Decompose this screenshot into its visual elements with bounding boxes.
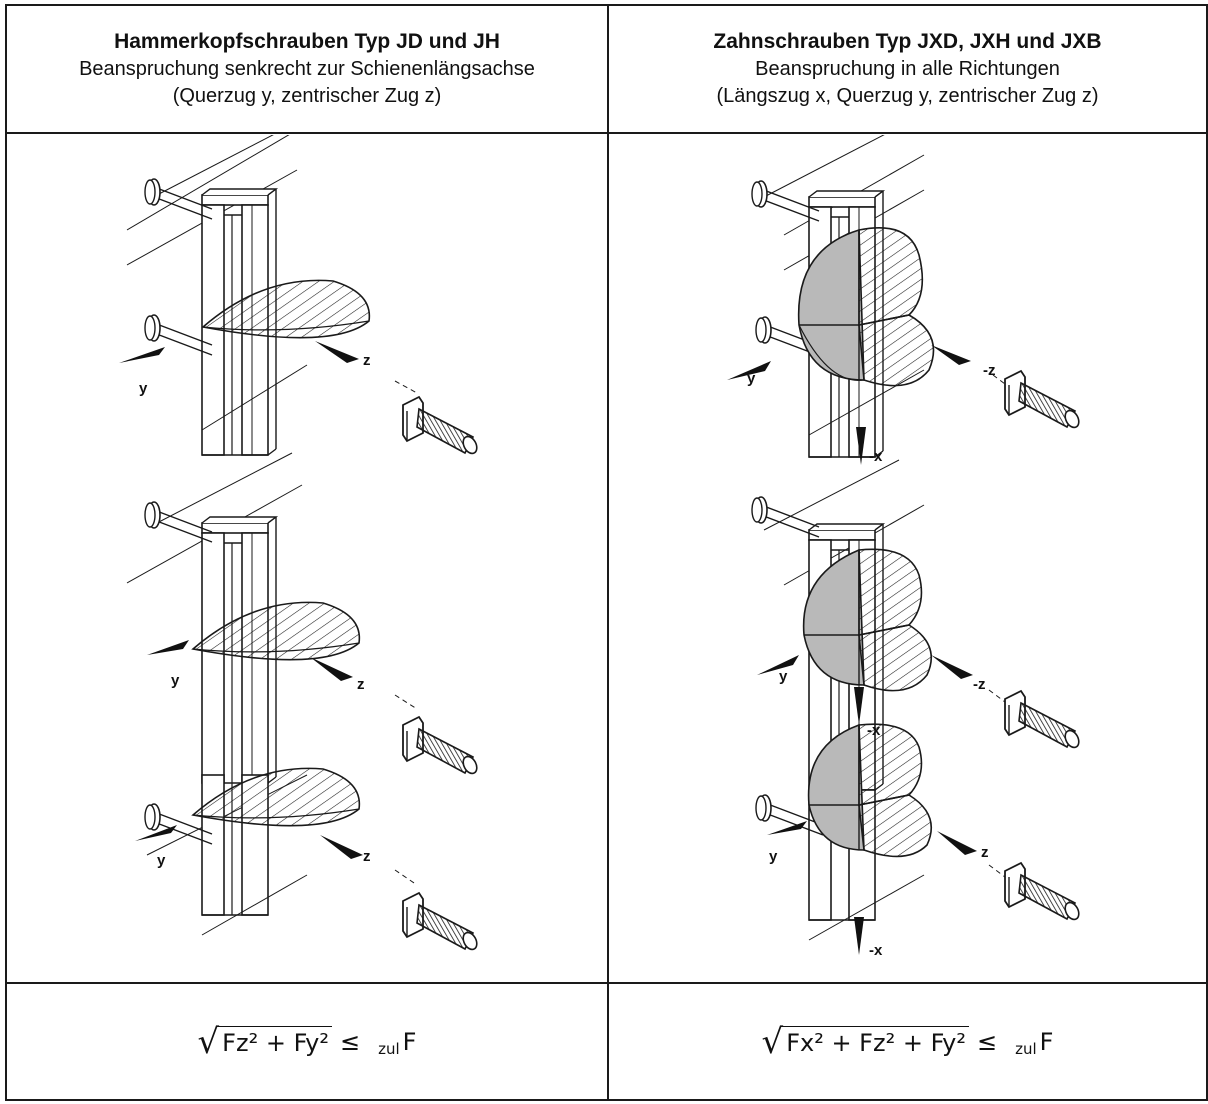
right-subtitle: Beanspruchung in alle Richtungen — [755, 58, 1060, 80]
label-x-neg-upper: -x — [869, 448, 883, 465]
left-radicand: Fz² + Fy² — [219, 1026, 332, 1057]
label-y-middle: y — [171, 672, 180, 689]
t-bolt-middle — [402, 716, 481, 777]
label-z-upper: z — [363, 352, 371, 369]
arrow-x-neg-lower — [854, 917, 864, 955]
left-illustration-cell: y z — [5, 132, 609, 984]
t-bolt-upper — [402, 396, 481, 457]
rail-lower — [763, 459, 925, 941]
arrow-x-neg-middle — [854, 687, 864, 725]
load-body-upper — [797, 226, 935, 387]
arrow-y-middle — [147, 640, 189, 655]
sqrt-sign: √ — [761, 1021, 784, 1062]
label-z-lower: z — [363, 848, 371, 865]
right-radicand: Fx² + Fz² + Fy² — [783, 1026, 969, 1057]
arrow-x-neg-upper — [856, 427, 866, 465]
arrow-y-lower — [767, 821, 807, 835]
left-header: Hammerkopfschrauben Typ JD und JH Beansp… — [5, 4, 609, 134]
arrow-z-middle — [310, 657, 353, 681]
load-body-lower — [807, 723, 933, 858]
label-y-upper: y — [139, 380, 148, 397]
arrow-y-upper — [119, 347, 165, 363]
right-title: Zahnschrauben Typ JXD, JXH und JXB — [713, 30, 1102, 53]
label-z-neg-middle: -z — [973, 676, 986, 693]
right-subscript: zul — [1015, 1039, 1037, 1058]
label-y-upper: y — [747, 370, 756, 387]
label-x-neg-lower: -x — [869, 942, 883, 959]
arrow-y-upper — [727, 361, 771, 380]
left-subtitle: Beanspruchung senkrecht zur Schienenläng… — [79, 58, 535, 80]
left-rhs: F — [402, 1027, 417, 1056]
rail-upper — [126, 135, 308, 456]
label-y-middle: y — [779, 668, 788, 685]
sqrt-sign: √ — [197, 1021, 220, 1062]
label-y-lower: y — [157, 852, 166, 869]
label-y-lower: y — [769, 848, 778, 865]
comparison-table: Hammerkopfschrauben Typ JD und JH Beansp… — [5, 4, 1208, 1102]
t-bolt-lower — [402, 892, 481, 953]
arrow-y-middle — [757, 655, 799, 675]
arrow-y-lower — [135, 825, 177, 841]
right-rhs: F — [1039, 1027, 1054, 1056]
right-axes-note: (Längszug x, Querzug y, zentrischer Zug … — [716, 85, 1099, 107]
left-axes-note: (Querzug y, zentrischer Zug z) — [172, 85, 442, 107]
label-z-lower: z — [981, 844, 989, 861]
right-relation: ≤ — [977, 1027, 998, 1056]
label-x-neg-middle: -x — [867, 722, 881, 739]
left-title: Hammerkopfschrauben Typ JD und JH — [114, 30, 500, 53]
load-halfdisk-upper — [202, 279, 371, 339]
right-illustration: y -z -x — [727, 135, 1083, 959]
left-illustration: y z — [119, 135, 481, 953]
arrow-z-lower — [937, 831, 977, 855]
arrow-z-neg-upper — [931, 345, 971, 365]
arrow-z-lower — [320, 835, 363, 859]
arrow-z-upper — [315, 341, 359, 363]
left-relation: ≤ — [340, 1027, 361, 1056]
right-header: Zahnschrauben Typ JXD, JXH und JXB Beans… — [607, 4, 1208, 134]
label-z-neg-upper: -z — [983, 362, 996, 379]
arrow-z-neg-middle — [931, 655, 973, 679]
right-illustration-cell: y -z -x — [607, 132, 1208, 984]
t-bolt-lower — [1004, 862, 1083, 923]
comparison-grid: Hammerkopfschrauben Typ JD und JH Beansp… — [5, 4, 1208, 1101]
load-body-middle — [802, 548, 933, 692]
t-bolt-upper — [1004, 370, 1083, 431]
left-subscript: zul — [378, 1039, 400, 1058]
label-z-middle: z — [357, 676, 365, 693]
t-bolt-middle — [1004, 690, 1083, 751]
